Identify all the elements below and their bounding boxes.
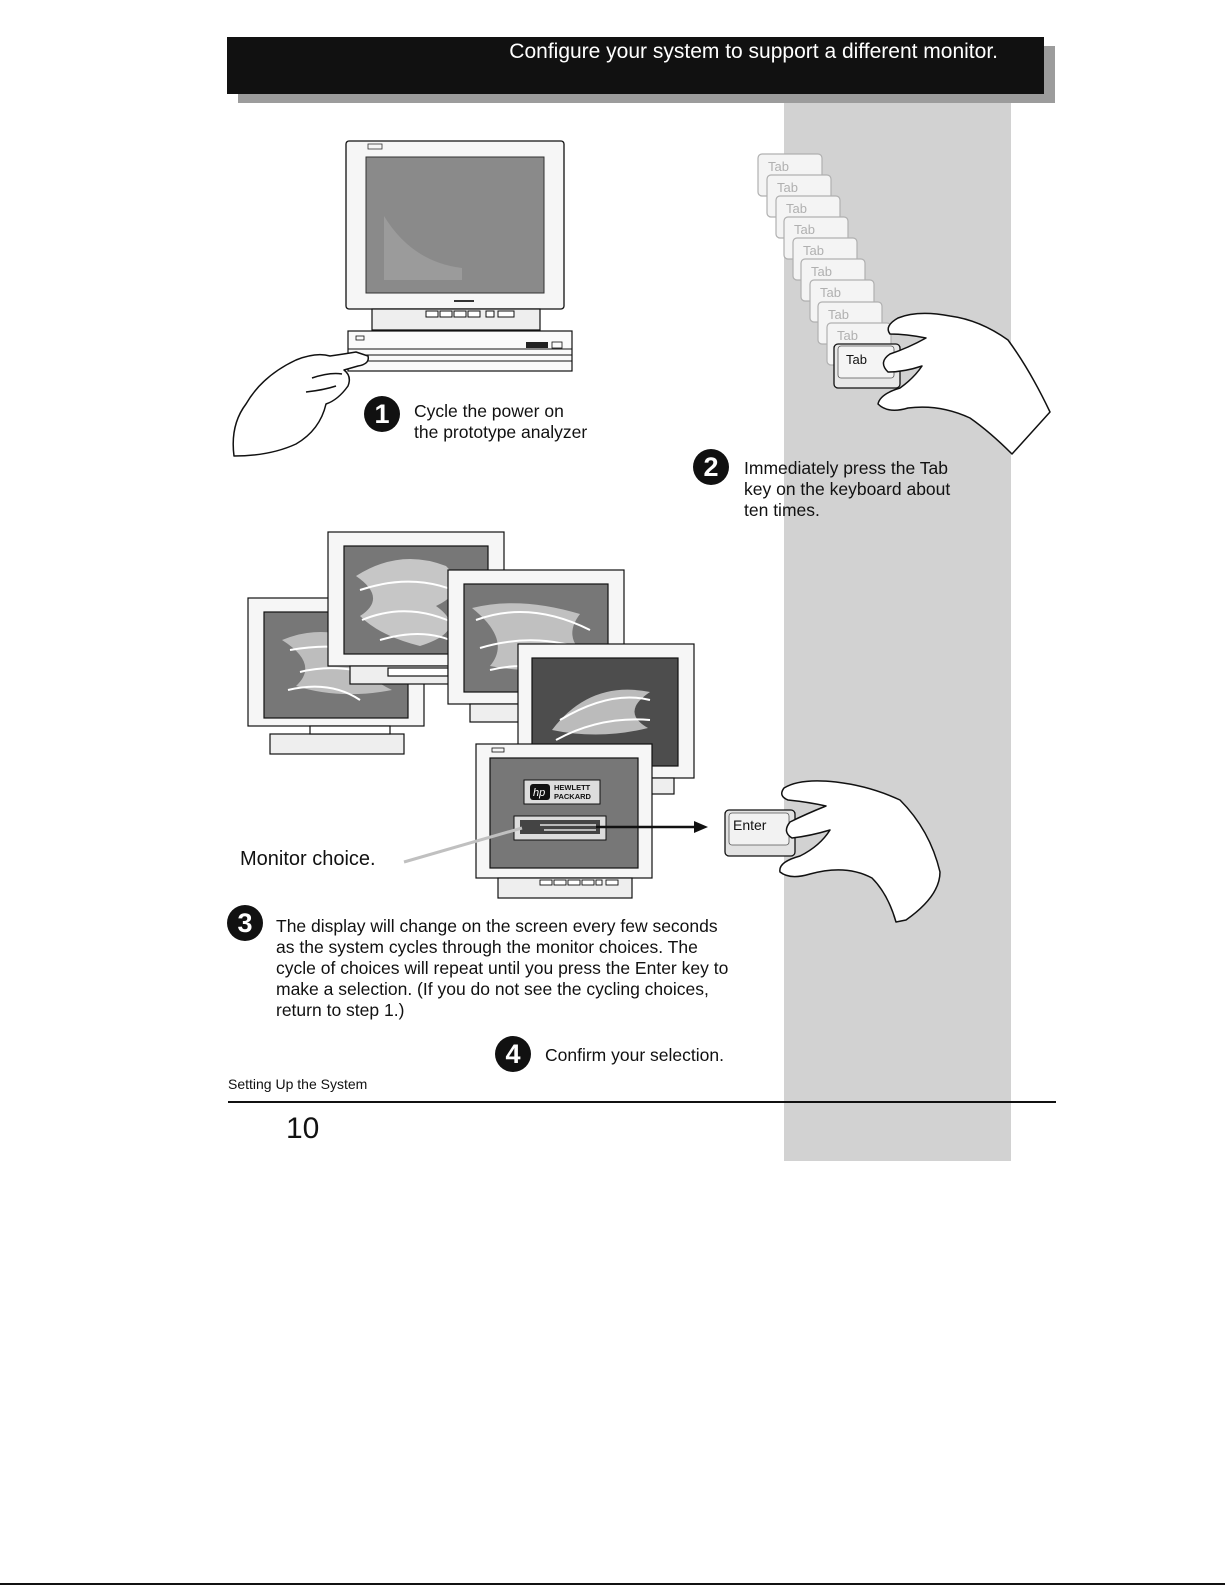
header-bar — [227, 37, 1044, 94]
cycling-monitors — [247, 531, 695, 899]
bottom-rule — [0, 1583, 1225, 1585]
svg-text:Tab: Tab — [828, 307, 849, 322]
step-4-number: 4 — [495, 1036, 531, 1072]
hand-pressing-key-icon — [877, 312, 1051, 455]
computer-base-icon — [347, 330, 573, 372]
page-title: Configure your system to support a diffe… — [509, 40, 998, 63]
enter-key-label: Enter — [733, 817, 767, 833]
section-title: Setting Up the System — [228, 1076, 368, 1092]
svg-text:hp: hp — [533, 787, 545, 799]
hand-pressing-enter-icon — [779, 780, 941, 923]
svg-text:Tab: Tab — [837, 328, 858, 343]
step-2-text: Immediately press the Tab key on the key… — [744, 458, 951, 520]
monitor-icon — [345, 140, 565, 331]
arrow-to-enter — [596, 821, 708, 833]
page-number: 10 — [286, 1112, 320, 1145]
step-1-text: Cycle the power on the prototype analyze… — [414, 401, 588, 442]
step-4-text: Confirm your selection. — [545, 1045, 724, 1065]
hand-pointing-icon — [232, 351, 370, 457]
enter-key: Enter — [724, 809, 796, 857]
svg-text:Tab: Tab — [777, 180, 798, 195]
monitor-choice-label: Monitor choice. — [240, 848, 376, 870]
svg-text:Tab: Tab — [803, 243, 824, 258]
monitor-choice-box — [513, 815, 607, 841]
step-2-number: 2 — [693, 449, 729, 485]
step-3-text: The display will change on the screen ev… — [276, 916, 729, 1020]
svg-text:Tab: Tab — [820, 285, 841, 300]
tab-key-front: Tab — [833, 343, 901, 389]
svg-text:Tab: Tab — [794, 222, 815, 237]
svg-text:Tab: Tab — [768, 159, 789, 174]
svg-text:HEWLETT: HEWLETT — [554, 783, 591, 792]
svg-text:PACKARD: PACKARD — [554, 792, 592, 801]
svg-text:Tab: Tab — [811, 264, 832, 279]
svg-text:Tab: Tab — [786, 201, 807, 216]
footer-rule — [228, 1101, 1056, 1103]
hp-logo-icon: hp HEWLETT PACKARD — [523, 779, 601, 805]
step-1-number: 1 — [364, 396, 400, 432]
tab-keys-stack: Tab Tab Tab Tab Tab Tab Tab Tab Tab Tab — [757, 153, 901, 389]
tab-key-label: Tab — [846, 352, 867, 367]
step-3-number: 3 — [227, 905, 263, 941]
hp-monitor — [475, 743, 653, 899]
callout-line — [403, 826, 523, 864]
